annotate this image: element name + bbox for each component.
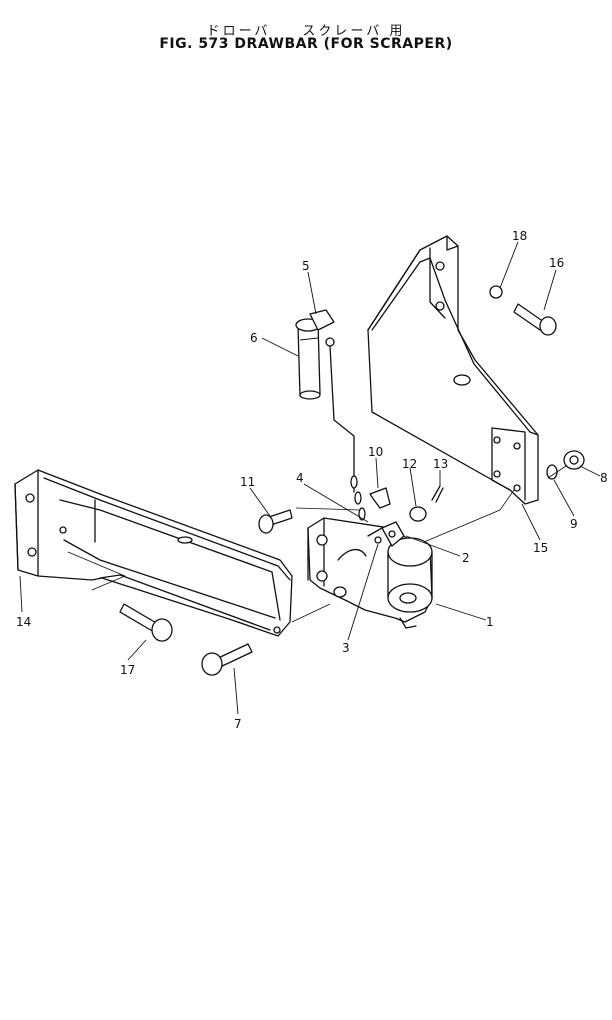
callout-3: 3: [342, 641, 350, 655]
callout-14: 14: [16, 615, 31, 629]
callout-18: 18: [512, 229, 527, 243]
callout-2: 2: [462, 551, 470, 565]
callout-6: 6: [250, 331, 258, 345]
callout-1: 1: [486, 615, 494, 629]
pin-part-6: [295, 318, 321, 400]
callout-12: 12: [402, 457, 417, 471]
callout-13: 13: [433, 457, 448, 471]
callout-8: 8: [600, 471, 608, 485]
callout-9: 9: [570, 517, 578, 531]
cotter-pin-part-13: [431, 485, 444, 503]
washer-part-9: [546, 464, 558, 480]
washer-part-18: [489, 285, 503, 299]
callout-labels: 5 6 18 16 10 12 13 11 4 2 1 3 8 9 15 14 …: [16, 229, 608, 731]
callout-11: 11: [240, 475, 255, 489]
callout-10: 10: [368, 445, 383, 459]
bolt-part-11: [258, 509, 293, 534]
washer-part-10: [369, 487, 391, 509]
assembly-guide-lines: [291, 465, 567, 623]
callout-5: 5: [302, 259, 310, 273]
callout-7: 7: [234, 717, 242, 731]
callout-4: 4: [296, 471, 304, 485]
right-bracket-part-15: [367, 235, 539, 505]
nut-part-8: [563, 450, 585, 470]
lock-plate-parts-2-3-4: [367, 521, 405, 547]
leader-lines: [19, 241, 601, 715]
callout-16: 16: [549, 256, 564, 270]
callout-15: 15: [533, 541, 548, 555]
bolt-part-16: [513, 303, 557, 336]
chain-part-5: [309, 309, 366, 521]
bolt-part-7: [201, 643, 253, 676]
nut-part-12: [409, 506, 427, 522]
figure-title: FIG. 573 DRAWBAR (FOR SCRAPER): [159, 36, 453, 52]
figure-title-japanese: ドローバ スクレーバ 用: [206, 24, 406, 39]
left-bracket-part-14: [14, 469, 293, 637]
callout-17: 17: [120, 663, 135, 677]
bolt-part-17: [119, 603, 173, 642]
